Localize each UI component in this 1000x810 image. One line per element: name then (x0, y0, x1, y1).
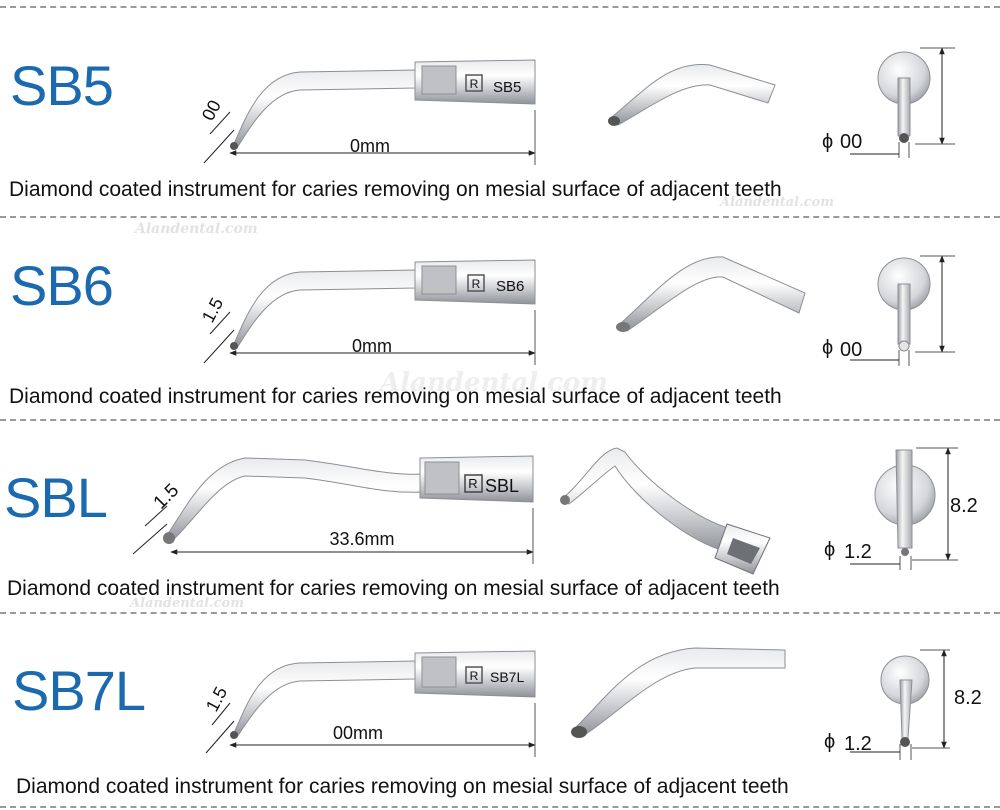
product-row-sb5: SB5 R SB5 00 0mm ϕ 00 Diamond coated ins… (0, 0, 1000, 216)
diameter-symbol: ϕ (824, 731, 835, 753)
divider (0, 806, 1000, 808)
watermark: Alandental.com (130, 596, 244, 611)
svg-text:R: R (468, 476, 477, 491)
product-description: Diamond coated instrument for caries rem… (7, 577, 780, 600)
divider (0, 419, 1000, 421)
diameter-label: 00 (840, 339, 862, 361)
length-label: 00mm (333, 723, 383, 743)
tip-width-label: 1.5 (202, 683, 231, 714)
diameter-label: 1.2 (844, 733, 872, 755)
product-description: Diamond coated instrument for caries rem… (16, 775, 789, 798)
diameter-symbol: ϕ (822, 337, 833, 359)
product-row-sb6: SB6 R SB6 1.5 0mm ϕ 00 Diamond coated in… (9, 254, 955, 408)
svg-text:R: R (470, 669, 479, 683)
tip-front-view: ϕ 1.2 8.2 (824, 649, 982, 760)
length-label: 0mm (352, 336, 392, 356)
shank-marking: SB5 (493, 79, 521, 96)
diameter-label: 1.2 (844, 541, 872, 563)
diameter-symbol: ϕ (824, 539, 835, 561)
tip-front-view: ϕ 00 (822, 47, 955, 158)
product-description: Diamond coated instrument for caries rem… (9, 178, 782, 201)
product-row-sbl: SBL R SBL 1.5 33.6mm ϕ 1.2 8.2 Diamond (4, 447, 978, 600)
product-code: SB7L (12, 659, 146, 722)
tip-perspective-view (560, 447, 771, 575)
tip-side-view: R SBL 1.5 33.6mm (132, 455, 534, 564)
shank-marking: SB6 (496, 278, 524, 295)
tip-front-view: ϕ 00 (822, 255, 955, 366)
tip-perspective-view (616, 256, 806, 332)
diameter-symbol: ϕ (822, 131, 833, 153)
product-code: SB6 (10, 254, 114, 317)
tip-perspective-view (608, 63, 776, 126)
tip-front-view: ϕ 1.2 8.2 (824, 447, 978, 570)
tip-side-view: R SB5 00 0mm (198, 59, 536, 165)
tip-side-view: R SB7L 1.5 00mm (202, 650, 536, 757)
length-label: 0mm (350, 136, 390, 156)
divider (0, 612, 1000, 614)
height-label: 8.2 (950, 495, 978, 517)
divider (0, 216, 1000, 218)
svg-text:R: R (472, 277, 481, 291)
watermark: Alandental.com (380, 368, 608, 398)
height-label: 8.2 (954, 687, 982, 709)
shank-marking: SB7L (490, 669, 524, 685)
product-code: SBL (4, 466, 108, 529)
svg-text:R: R (470, 77, 479, 91)
tip-side-view: R SB6 1.5 0mm (198, 259, 536, 365)
watermark: Alandental.com (135, 221, 258, 237)
divider (0, 6, 1000, 8)
watermark: Alandental.com (720, 195, 834, 210)
shank-marking: SBL (485, 476, 519, 496)
product-code: SB5 (10, 54, 114, 117)
diameter-label: 00 (840, 131, 862, 153)
tip-perspective-view (571, 647, 786, 738)
length-label: 33.6mm (329, 529, 394, 549)
product-description: Diamond coated instrument for caries rem… (9, 385, 782, 408)
